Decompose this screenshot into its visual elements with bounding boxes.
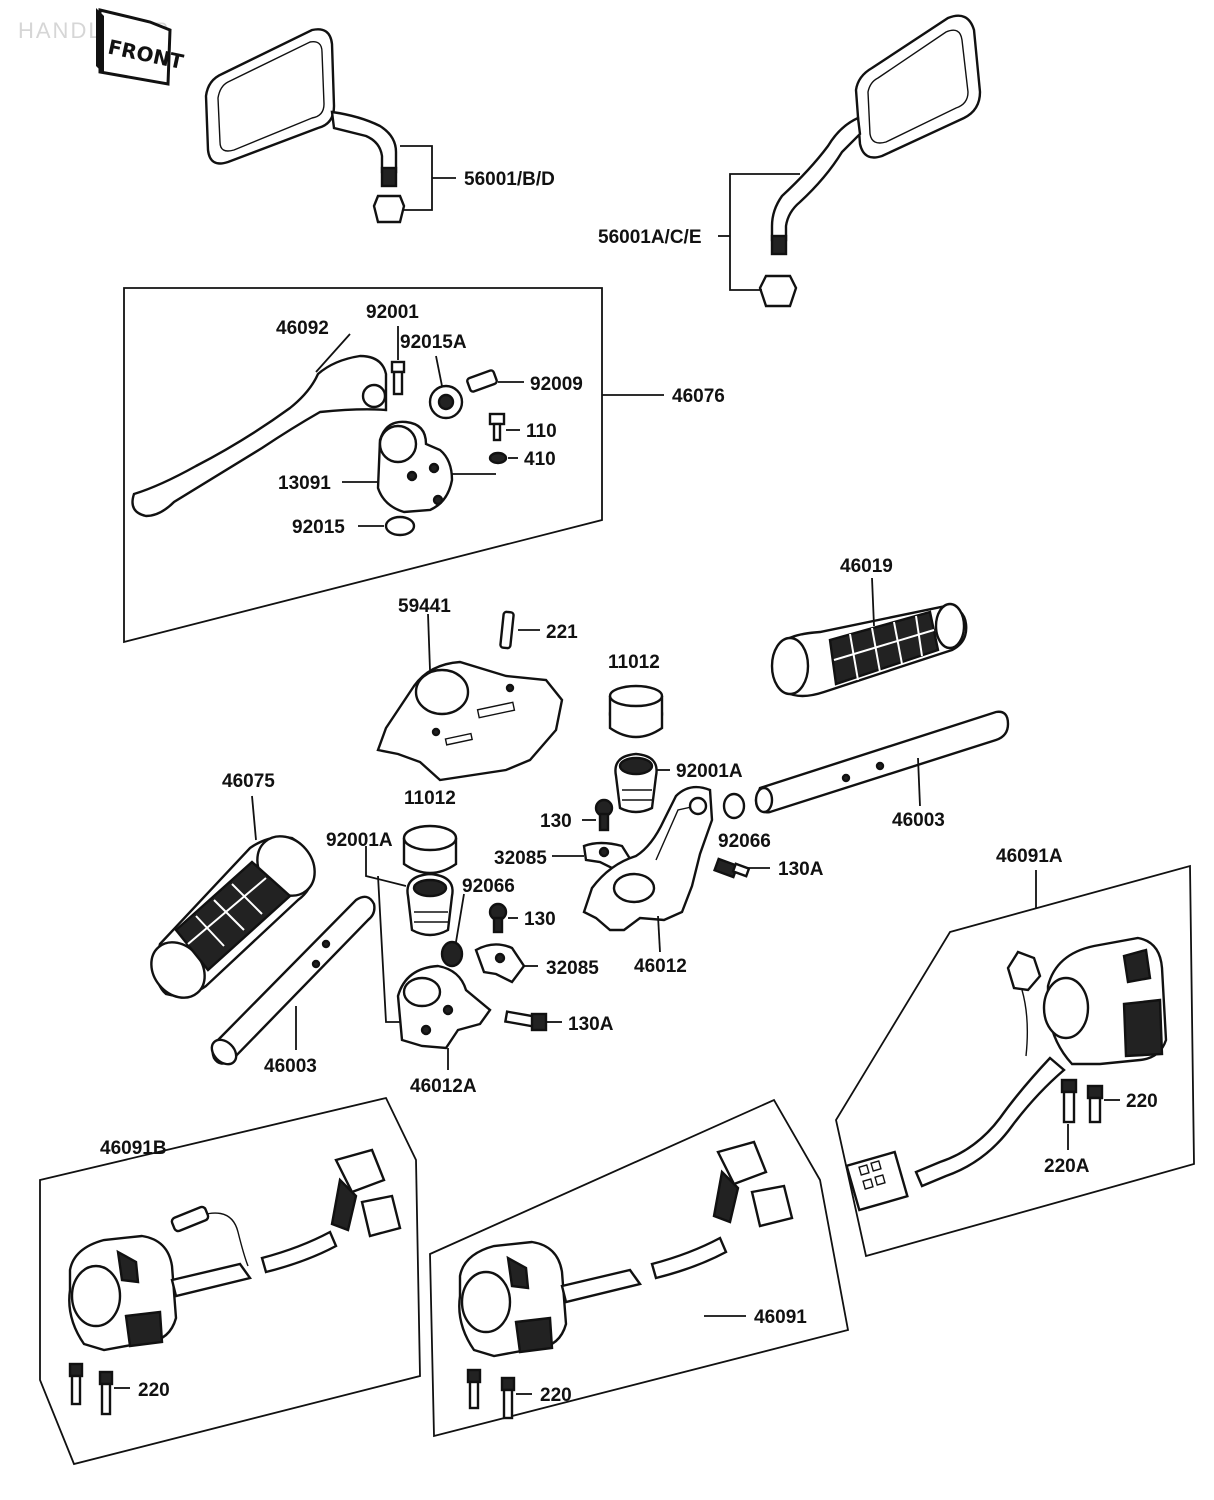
screws-220-c [466,1368,516,1420]
tube-46003-left [210,895,376,1066]
label-220a: 220A [1044,1156,1090,1177]
label-92066-right: 92066 [718,831,771,852]
label-11012-left: 11012 [404,788,456,809]
box-46076 [123,287,603,644]
screw-221 [499,610,515,650]
label-46076: 46076 [672,386,725,407]
throttle-tube-46003-right [754,710,1010,814]
adjuster-92015a [428,384,464,420]
label-32085-right: 32085 [494,848,547,869]
screws-220-b [68,1362,114,1416]
grip-46075 [150,835,316,999]
pivot-bolt-92001 [390,360,406,396]
screws-220-220a [1060,1078,1104,1124]
screw-130-right [594,798,614,832]
label-46092: 46092 [276,318,329,339]
switch-housing-46091b [68,1148,402,1352]
front-arrow-stamp: FRONT [96,8,186,86]
label-220-b: 220 [138,1380,170,1401]
label-46091a: 46091A [996,846,1063,867]
cap-11012-left [402,824,458,875]
label-92001a-right: 92001A [676,761,743,782]
label-92015a: 92015A [400,332,467,353]
bush-92001a-right [614,752,658,814]
left-mirror [204,28,406,224]
washer-410 [488,451,508,465]
screw-92009 [466,369,498,393]
label-92066-left: 92066 [462,876,515,897]
label-46091b: 46091B [100,1138,167,1159]
box-46091 [429,1098,850,1438]
leader-56001bd [400,145,433,211]
switch-housing-46091a [845,936,1168,1212]
lever-holder-13091 [376,420,454,514]
label-59441: 59441 [398,596,451,617]
label-130-left: 130 [524,909,556,930]
throttle-housing-46012 [582,785,714,932]
clutch-lever [131,354,388,518]
label-130a-right: 130A [778,859,824,880]
label-220-a: 220 [1126,1091,1158,1112]
cap-11012-right [608,684,664,739]
label-46075: 46075 [222,771,275,792]
label-46003-right: 46003 [892,810,945,831]
label-410: 410 [524,449,556,470]
label-46091: 46091 [754,1307,807,1328]
screw-130a-right [713,857,751,879]
bush-92001a-left [406,872,454,937]
screw-110 [488,412,506,442]
label-221: 221 [546,622,578,643]
box-46091b [39,1096,421,1466]
label-46012: 46012 [634,956,687,977]
nut-92015 [384,515,416,537]
label-92001: 92001 [366,302,419,323]
label-46019: 46019 [840,556,893,577]
label-220-c: 220 [540,1385,572,1406]
screw-130-left [488,902,508,934]
label-92009: 92009 [530,374,583,395]
label-13091: 13091 [278,473,331,494]
bush-92066-right [722,792,746,820]
label-130-right: 130 [540,811,572,832]
label-56001-ace: 56001A/C/E [598,227,702,248]
box-46091a [835,864,1195,1258]
label-46003-left-text: 46003 [264,1056,317,1077]
housing-46012a [396,964,492,1050]
label-92015: 92015 [292,517,345,538]
label-46012a: 46012A [410,1076,477,1097]
right-mirror [758,14,982,308]
label-110: 110 [526,421,557,442]
switch-housing-46091 [458,1140,794,1358]
screw-130a-left [503,1010,548,1032]
cover-plate-59441 [376,660,564,782]
throttle-grip-46019 [770,602,968,698]
label-32085-left: 32085 [546,958,599,979]
bush-92066-left [440,940,464,968]
leader-56001ace [729,173,800,291]
label-92001a-left: 92001A [326,830,393,851]
label-130a-left: 130A [568,1014,614,1035]
label-11012-right: 11012 [608,652,660,673]
clamp-32085-left [474,943,526,984]
label-56001-bd: 56001/B/D [464,169,555,190]
